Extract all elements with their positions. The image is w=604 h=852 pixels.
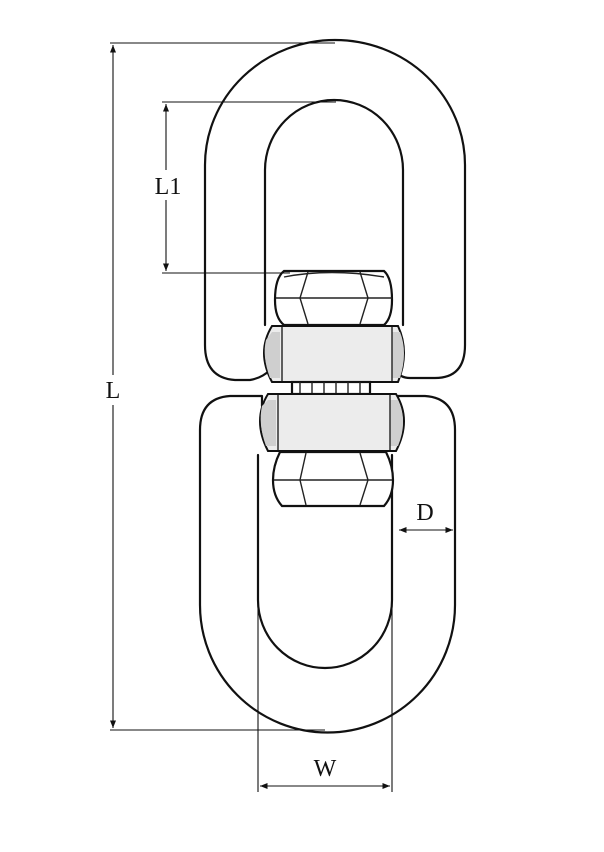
lower-nut bbox=[271, 450, 395, 508]
upper-eye-inner bbox=[263, 98, 405, 327]
dimension-W-label: W bbox=[314, 756, 337, 782]
upper-nut bbox=[273, 269, 394, 327]
upper-eye-outer bbox=[203, 38, 467, 382]
dimension-L-label: L bbox=[106, 378, 121, 404]
dimension-L1-label: L1 bbox=[155, 174, 182, 200]
dimension-D-label: D bbox=[416, 500, 433, 526]
dimension-L1: L1 bbox=[155, 101, 336, 274]
lower-nut-body bbox=[271, 450, 395, 508]
dimension-D: D bbox=[399, 500, 453, 534]
lower-collar bbox=[259, 393, 405, 452]
lower-eye-inner bbox=[256, 453, 394, 670]
dimension-L: L bbox=[106, 42, 335, 731]
center-pin bbox=[290, 380, 372, 396]
lower-collar-body bbox=[259, 393, 405, 452]
upper-collar bbox=[263, 325, 405, 383]
upper-collar-body bbox=[263, 325, 405, 383]
upper-eye bbox=[203, 38, 467, 382]
dimension-W: W bbox=[257, 600, 393, 792]
